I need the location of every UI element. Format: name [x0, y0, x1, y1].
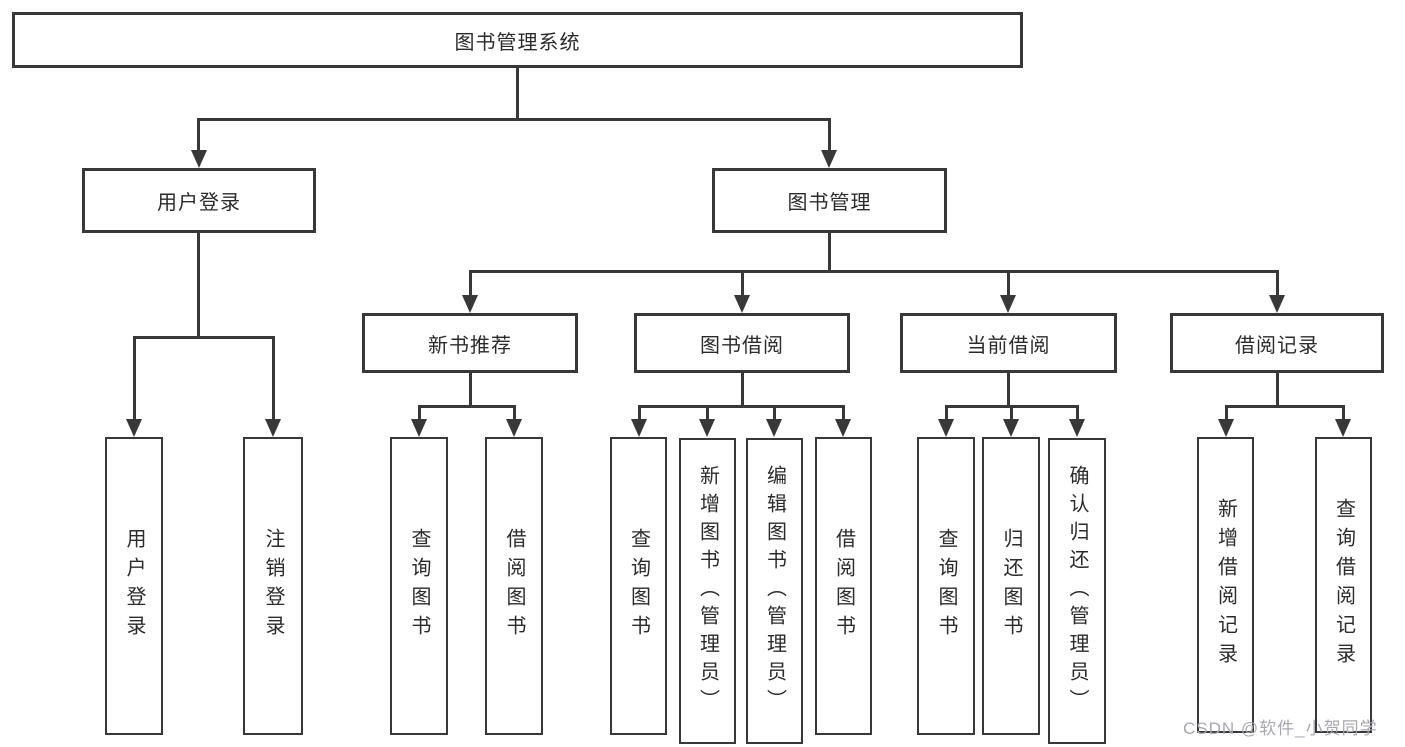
- csdn-watermark: CSDN @软件_小贺同学: [1183, 719, 1378, 738]
- connector-book-borrow-vline: [741, 373, 744, 407]
- node-root-label: 图书管理系统: [454, 31, 581, 54]
- node-borrow-record: 借阅记录: [1170, 313, 1384, 373]
- leaf-borrow-book-borrow: 借阅图书: [815, 437, 872, 735]
- connector-user-login-hline: [133, 336, 275, 339]
- connector-user-login-vline: [197, 233, 200, 339]
- leaf-borrow-book-borrow-label: 借阅图书: [832, 528, 855, 644]
- leaf-confirm-return-admin-label: 确认归还（管理员）: [1066, 465, 1088, 717]
- node-root: 图书管理系统: [12, 12, 1023, 68]
- arrow-down-add-borrow-record: [1218, 419, 1234, 437]
- connector-stub-query-book-recommend: [418, 405, 421, 422]
- leaf-add-borrow-record-label: 新增借阅记录: [1214, 498, 1237, 672]
- leaf-user-login: 用户登录: [105, 437, 163, 735]
- leaf-logout-label: 注销登录: [262, 528, 284, 644]
- arrow-down-borrow-book-recommend: [506, 419, 522, 437]
- connector-book-management-vline: [828, 233, 831, 273]
- connector-stub-current-borrow: [1007, 270, 1010, 298]
- node-current-borrow-label: 当前借阅: [966, 334, 1051, 357]
- leaf-borrow-book-recommend-label: 借阅图书: [503, 528, 525, 644]
- connector-stub-borrow-book-borrow: [842, 405, 845, 422]
- leaf-user-login-label: 用户登录: [123, 528, 145, 644]
- connector-stub-confirm-return-admin: [1076, 405, 1079, 422]
- connector-borrow-record-vline: [1276, 373, 1279, 407]
- leaf-add-borrow-record: 新增借阅记录: [1197, 437, 1254, 733]
- connector-stub-add-borrow-record: [1225, 405, 1228, 422]
- arrow-down-borrow-record: [1269, 295, 1285, 313]
- leaf-query-book-current: 查询图书: [917, 437, 975, 735]
- arrow-down-edit-book-admin: [766, 419, 782, 437]
- leaf-borrow-book-recommend: 借阅图书: [485, 437, 543, 735]
- connector-current-borrow-vline: [1007, 373, 1010, 407]
- connector-new-book-recommend-vline: [469, 373, 472, 407]
- connector-stub-user-login: [197, 118, 200, 152]
- connector-stub-new-book-recommend: [469, 270, 472, 298]
- connector-new-book-recommend-hline: [418, 405, 516, 408]
- arrow-down-query-book-recommend: [411, 419, 427, 437]
- node-borrow-record-label: 借阅记录: [1235, 334, 1319, 357]
- node-user-login: 用户登录: [82, 168, 316, 233]
- connector-stub-leaf-user-login: [133, 336, 136, 421]
- connector-book-borrow-hline: [638, 405, 845, 408]
- connector-stub-query-book-borrow: [638, 405, 641, 422]
- arrow-down-confirm-return-admin: [1069, 419, 1085, 437]
- leaf-query-book-borrow: 查询图书: [610, 437, 667, 735]
- connector-stub-borrow-record: [1276, 270, 1279, 298]
- leaf-add-book-admin-label: 新增图书（管理员）: [696, 465, 719, 717]
- connector-stub-leaf-logout: [272, 336, 275, 421]
- connector-stub-book-borrow: [741, 270, 744, 298]
- leaf-logout: 注销登录: [243, 437, 303, 735]
- node-new-book-recommend: 新书推荐: [362, 313, 578, 373]
- connector-stub-query-borrow-record: [1342, 405, 1345, 422]
- arrow-down-leaf-logout: [265, 419, 281, 437]
- arrow-down-query-book-current: [938, 419, 954, 437]
- connector-stub-borrow-book-recommend: [513, 405, 516, 422]
- leaf-query-borrow-record-label: 查询借阅记录: [1332, 498, 1355, 672]
- leaf-edit-book-admin-label: 编辑图书（管理员）: [763, 465, 786, 717]
- arrow-down-borrow-book-borrow: [835, 419, 851, 437]
- leaf-add-book-admin: 新增图书（管理员）: [679, 438, 736, 744]
- arrow-down-book-borrow: [734, 295, 750, 313]
- connector-stub-return-book: [1010, 405, 1013, 422]
- node-book-borrow: 图书借阅: [634, 313, 850, 373]
- arrow-down-book-management: [821, 150, 837, 168]
- arrow-down-user-login: [191, 150, 207, 168]
- connector-book-management-hline: [469, 270, 1279, 273]
- arrow-down-current-borrow: [1000, 295, 1016, 313]
- connector-stub-edit-book-admin: [773, 405, 776, 422]
- node-new-book-recommend-label: 新书推荐: [428, 334, 512, 357]
- connector-stub-add-book-admin: [706, 405, 709, 422]
- arrow-down-return-book: [1003, 419, 1019, 437]
- node-current-borrow: 当前借阅: [900, 313, 1117, 373]
- connector-stub-book-management: [828, 118, 831, 152]
- leaf-edit-book-admin: 编辑图书（管理员）: [746, 438, 803, 744]
- node-book-management-label: 图书管理: [787, 192, 872, 214]
- arrow-down-add-book-admin: [699, 419, 715, 437]
- node-book-borrow-label: 图书借阅: [700, 334, 784, 357]
- leaf-query-book-recommend: 查询图书: [390, 437, 448, 735]
- leaf-query-book-recommend-label: 查询图书: [408, 528, 430, 644]
- leaf-return-book-label: 归还图书: [1000, 528, 1022, 644]
- leaf-query-book-borrow-label: 查询图书: [627, 528, 650, 644]
- connector-borrow-record-hline: [1225, 405, 1344, 408]
- leaf-query-book-current-label: 查询图书: [935, 528, 957, 644]
- leaf-return-book: 归还图书: [982, 437, 1040, 735]
- arrow-down-query-borrow-record: [1335, 419, 1351, 437]
- connector-root-hline: [198, 118, 831, 121]
- arrow-down-new-book-recommend: [462, 295, 478, 313]
- arrow-down-query-book-borrow: [631, 419, 647, 437]
- node-book-management: 图书管理: [712, 168, 947, 233]
- arrow-down-leaf-user-login: [126, 419, 142, 437]
- connector-root-vline: [516, 68, 519, 120]
- leaf-confirm-return-admin: 确认归还（管理员）: [1048, 438, 1106, 744]
- leaf-query-borrow-record: 查询借阅记录: [1315, 437, 1372, 733]
- node-user-login-label: 用户登录: [157, 192, 241, 214]
- connector-stub-query-book-current: [945, 405, 948, 422]
